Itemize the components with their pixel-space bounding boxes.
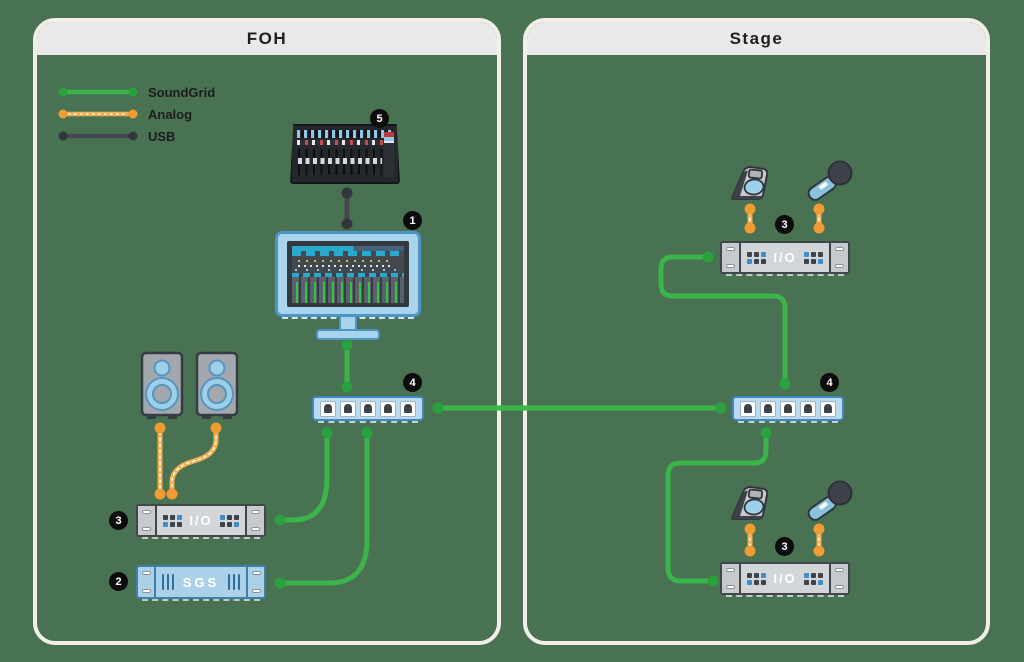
- io-led-grid: [747, 572, 767, 585]
- rack-ear: [829, 243, 848, 272]
- ethernet-port-icon: [740, 400, 756, 417]
- rack-screw-icon: [835, 568, 844, 572]
- analog-line-swatch: [58, 109, 138, 119]
- io-device-stage-bottom: I/O: [720, 562, 850, 597]
- rack-ear: [722, 243, 741, 272]
- rack-screw-icon: [726, 568, 735, 572]
- badge-io-stage-bottom: 3: [775, 537, 794, 556]
- console-faders: [298, 149, 382, 175]
- io-faceplate: I/O: [157, 506, 245, 535]
- rack-screw-icon: [726, 247, 735, 251]
- network-switch-stage: [732, 396, 844, 423]
- network-switch-foh: [312, 396, 424, 423]
- rack-ear: [138, 506, 157, 535]
- legend-item-usb: USB: [56, 128, 215, 144]
- ethernet-port-icon: [340, 400, 356, 417]
- studio-speaker-right: [195, 351, 239, 419]
- badge-console: 5: [370, 109, 389, 128]
- rack-screw-icon: [726, 264, 735, 268]
- stage-panel: Stage: [523, 18, 990, 645]
- io-device-foh: I/O: [136, 504, 266, 539]
- console-buttons-row: [297, 140, 393, 145]
- ethernet-port-icon: [760, 400, 776, 417]
- mixing-console-body: [290, 124, 400, 184]
- badge-switch-stage: 4: [820, 373, 839, 392]
- io-label: I/O: [773, 571, 797, 586]
- usb-line-swatch: [58, 131, 138, 141]
- rack-screw-icon: [142, 510, 151, 514]
- studio-speaker-left: [140, 351, 184, 419]
- vent-slots-icon: [161, 574, 174, 590]
- io-faceplate: I/O: [741, 243, 829, 272]
- computer-monitor: [275, 231, 421, 341]
- ethernet-port-icon: [320, 400, 336, 417]
- legend-label-usb: USB: [148, 128, 176, 144]
- legend: SoundGrid Analog USB: [56, 84, 216, 144]
- badge-io-foh: 3: [109, 511, 128, 530]
- mixer-software-ui: [292, 246, 404, 303]
- vent-slots-icon: [228, 574, 241, 590]
- io-led-grid: [803, 251, 823, 264]
- stage-wedge-monitor-top: [730, 166, 769, 200]
- legend-item-analog: Analog: [56, 106, 215, 122]
- stage-wedge-monitor-bottom: [730, 486, 769, 520]
- rack-screw-icon: [835, 247, 844, 251]
- io-led-grid: [219, 514, 239, 527]
- rack-ear: [246, 567, 264, 597]
- foh-panel-title: FOH: [246, 28, 288, 48]
- ethernet-port-icon: [800, 400, 816, 417]
- rack-ear: [829, 564, 848, 593]
- rack-screw-icon: [251, 527, 260, 531]
- ethernet-port-icon: [400, 400, 416, 417]
- io-led-grid: [747, 251, 767, 264]
- io-label: I/O: [773, 250, 797, 265]
- rack-screw-icon: [251, 571, 261, 575]
- rack-screw-icon: [251, 510, 260, 514]
- io-device-stage-top: I/O: [720, 241, 850, 276]
- microphone-icon-top: [807, 160, 853, 201]
- io-led-grid: [163, 514, 183, 527]
- sgs-label: SGS: [182, 574, 220, 590]
- rack-screw-icon: [835, 264, 844, 268]
- console-scribble-strips: [297, 130, 393, 138]
- sgs-server: SGS: [136, 565, 266, 601]
- console-master-section: [384, 132, 394, 177]
- ethernet-port-icon: [820, 400, 836, 417]
- rack-ear: [722, 564, 741, 593]
- rack-screw-icon: [142, 527, 151, 531]
- console-fader-caps: [298, 158, 382, 164]
- foh-panel: FOH: [33, 18, 501, 645]
- rack-screw-icon: [141, 589, 151, 593]
- ethernet-port-icon: [380, 400, 396, 417]
- rack-screw-icon: [726, 585, 735, 589]
- monitor-screen: [287, 241, 409, 307]
- io-faceplate: I/O: [741, 564, 829, 593]
- rack-screw-icon: [141, 571, 151, 575]
- badge-server: 2: [109, 572, 128, 591]
- microphone-icon-bottom: [807, 480, 853, 521]
- legend-label-soundgrid: SoundGrid: [148, 84, 216, 100]
- io-label: I/O: [189, 513, 213, 528]
- soundgrid-line-swatch: [58, 87, 138, 97]
- badge-computer: 1: [403, 211, 422, 230]
- badge-switch-foh: 4: [403, 373, 422, 392]
- rack-screw-icon: [251, 589, 261, 593]
- badge-io-stage-top: 3: [775, 215, 794, 234]
- stage-panel-title: Stage: [729, 28, 784, 48]
- ethernet-port-icon: [780, 400, 796, 417]
- rack-ear: [138, 567, 156, 597]
- rack-ear: [245, 506, 264, 535]
- mixing-console: [290, 124, 400, 184]
- legend-label-analog: Analog: [148, 106, 193, 122]
- monitor-stand-base: [316, 329, 380, 340]
- monitor-bezel: [275, 231, 421, 317]
- ethernet-port-icon: [360, 400, 376, 417]
- stage-panel-header: Stage: [527, 22, 986, 55]
- foh-panel-header: FOH: [37, 22, 497, 55]
- rack-screw-icon: [835, 585, 844, 589]
- sgs-faceplate: SGS: [156, 567, 246, 597]
- legend-item-soundgrid: SoundGrid: [56, 84, 216, 100]
- io-led-grid: [803, 572, 823, 585]
